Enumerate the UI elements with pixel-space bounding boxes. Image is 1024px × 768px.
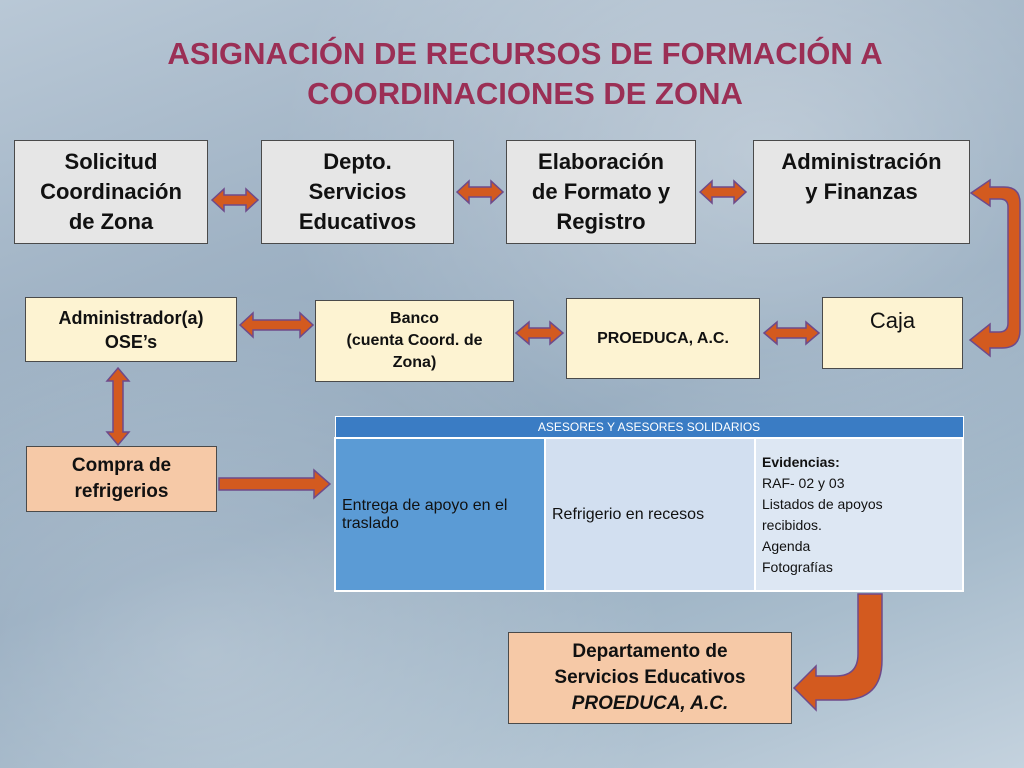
box-solicitud-label: Solicitud Coordinación de Zona <box>40 149 182 234</box>
box-elaboracion-label: Elaboración de Formato y Registro <box>531 149 671 234</box>
box-administrador-label: Administrador(a) OSE’s <box>58 307 204 352</box>
box-depto-servicios: Depto. Servicios Educativos <box>261 140 454 244</box>
box-elaboracion: Elaboración de Formato y Registro <box>506 140 696 244</box>
box-compra-label: Compra de refrigerios <box>71 455 172 502</box>
box-administracion-finanzas: Administración y Finanzas <box>753 140 970 244</box>
evidencia-item: RAF- 02 y 03 <box>762 474 845 491</box>
evidencia-item: Agenda <box>762 537 811 554</box>
box-departamento-servicios: Departamento de Servicios Educativos PRO… <box>508 632 792 724</box>
box-depto-label: Depto. Servicios Educativos <box>298 149 417 234</box>
double-arrow-icon <box>514 320 565 346</box>
box-caja: Caja <box>822 297 963 369</box>
cell-evidencias: Evidencias: RAF- 02 y 03 Listados de apo… <box>754 437 964 592</box>
box-compra-refrigerios: Compra de refrigerios <box>26 446 217 512</box>
asesores-table: ASESORES Y ASESORES SOLIDARIOS Entrega d… <box>334 416 964 592</box>
curved-down-arrow-icon <box>792 593 883 712</box>
box-solicitud: Solicitud Coordinación de Zona <box>14 140 208 244</box>
double-arrow-icon <box>698 179 748 205</box>
cell-refrigerio-recesos: Refrigerio en recesos <box>544 437 756 592</box>
evidencia-item: recibidos. <box>762 516 822 533</box>
double-arrow-icon <box>762 320 821 346</box>
box-departamento-line3: PROEDUCA, A.C. <box>571 693 729 714</box>
vertical-double-arrow-icon <box>105 366 131 447</box>
cell-entrega-apoyo: Entrega de apoyo en el traslado <box>334 437 546 592</box>
evidencias-title: Evidencias: <box>762 453 840 470</box>
double-arrow-icon <box>238 311 315 339</box>
box-proeduca-label: PROEDUCA, A.C. <box>597 329 729 347</box>
box-administracion-label: Administración y Finanzas <box>781 149 942 204</box>
box-departamento-line1: Departamento de <box>572 641 728 662</box>
evidencia-item: Fotografías <box>762 558 833 575</box>
box-banco-label: Banco (cuenta Coord. de Zona) <box>346 310 483 371</box>
box-administrador-oses: Administrador(a) OSE’s <box>25 297 237 362</box>
box-banco: Banco (cuenta Coord. de Zona) <box>315 300 514 382</box>
double-arrow-icon <box>455 179 505 205</box>
table-row: Entrega de apoyo en el traslado Refriger… <box>334 437 964 592</box>
box-caja-label: Caja <box>869 308 916 333</box>
box-proeduca: PROEDUCA, A.C. <box>566 298 760 379</box>
evidencia-item: Listados de apoyos <box>762 495 883 512</box>
page-title: ASIGNACIÓN DE RECURSOS DE FORMACIÓN A CO… <box>167 36 883 111</box>
double-arrow-icon <box>210 187 260 213</box>
box-departamento-line2: Servicios Educativos <box>554 667 746 688</box>
u-turn-arrow-icon <box>968 178 1021 358</box>
right-arrow-icon <box>218 468 332 500</box>
